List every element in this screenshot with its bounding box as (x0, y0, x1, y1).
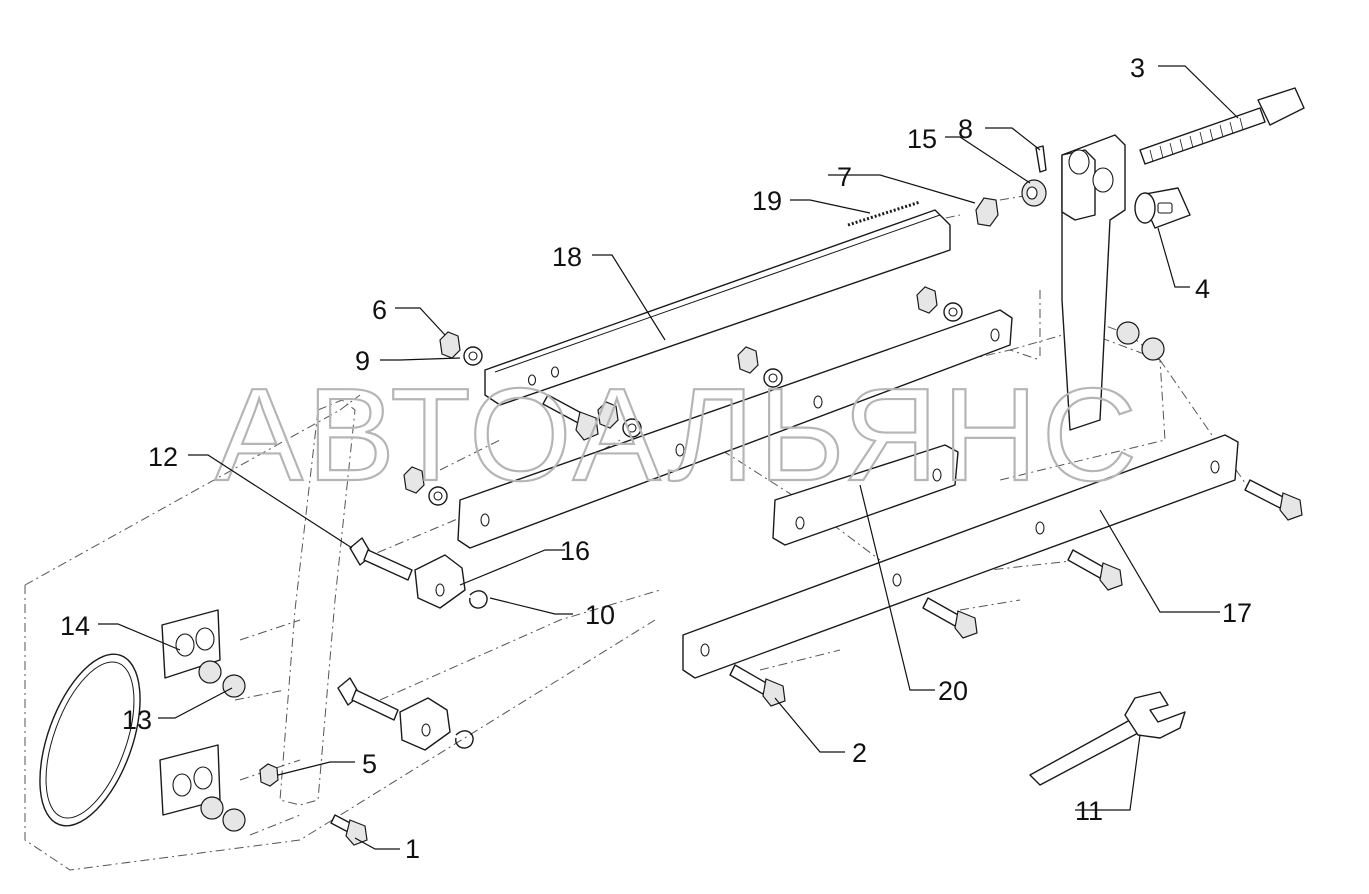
callout-15: 15 (907, 124, 937, 154)
bolts (259, 394, 1303, 846)
callout-5: 5 (362, 749, 377, 779)
cylinder-nut (1134, 187, 1191, 229)
clevis-assemblies (337, 537, 488, 751)
top-bar (484, 209, 951, 406)
callout-19: 19 (752, 186, 782, 216)
bottom-bar (682, 434, 1239, 679)
side-plate (39, 399, 356, 827)
callout-labels: 1 2 3 4 5 6 7 8 9 10 11 12 13 14 15 16 1… (60, 53, 1252, 864)
callout-16: 16 (560, 536, 590, 566)
callout-6: 6 (372, 295, 387, 325)
spring (847, 200, 921, 227)
callout-9: 9 (355, 346, 370, 376)
bolt-thread-lines (1149, 117, 1244, 163)
nuts-washers (403, 286, 963, 506)
bushings-plates (159, 321, 1165, 832)
callout-10: 10 (585, 600, 615, 630)
callout-8: 8 (958, 114, 973, 144)
middle-bar (457, 309, 1013, 549)
callout-18: 18 (552, 242, 582, 272)
callout-11: 11 (1075, 796, 1103, 826)
callout-7: 7 (837, 162, 852, 192)
threaded-bolt (1139, 87, 1305, 165)
callout-2: 2 (852, 738, 867, 768)
callout-12: 12 (148, 442, 178, 472)
leader-lines (98, 65, 1239, 850)
collar-pin-nut (975, 145, 1047, 227)
wrench-tool (1029, 691, 1186, 786)
short-bar (772, 444, 959, 546)
callout-14: 14 (60, 611, 90, 641)
callout-4: 4 (1195, 274, 1210, 304)
callout-17: 17 (1222, 598, 1252, 628)
callout-3: 3 (1130, 53, 1145, 83)
round-cover (39, 653, 141, 827)
callout-20: 20 (938, 676, 968, 706)
callout-1: 1 (405, 834, 420, 864)
callout-13: 13 (122, 705, 152, 735)
watermark: АВТОАЛЬЯНС (215, 361, 1141, 508)
vertical-bracket (1061, 134, 1126, 431)
